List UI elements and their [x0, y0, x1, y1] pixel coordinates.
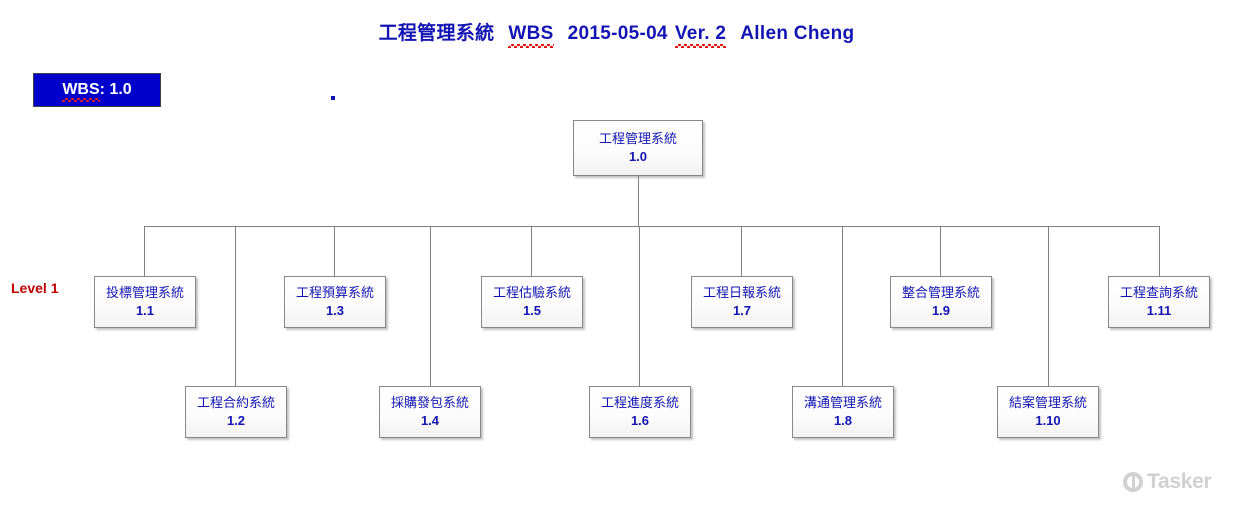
level-1-label: Level 1	[11, 280, 59, 296]
node-name: 工程管理系統	[598, 131, 677, 147]
node-id: 1.8	[833, 413, 853, 428]
connector-drop-1-9	[940, 226, 941, 276]
node-name: 工程日報系統	[702, 285, 781, 301]
node-1-9[interactable]: 整合管理系統 1.9	[890, 276, 992, 328]
title-date: 2015-05-04	[567, 23, 668, 44]
node-name: 工程合約系統	[196, 395, 275, 411]
wbs-badge: WBS: 1.0	[33, 73, 161, 107]
node-1-10[interactable]: 結案管理系統 1.10	[997, 386, 1099, 438]
connector-drop-1-3	[334, 226, 335, 276]
node-id: 1.3	[325, 303, 345, 318]
title-system: 工程管理系統	[378, 23, 495, 44]
stray-dot	[331, 96, 335, 100]
node-id: 1.6	[630, 413, 650, 428]
connector-drop-1-6	[639, 226, 640, 386]
connector-drop-1-8	[842, 226, 843, 386]
node-name: 工程預算系統	[295, 285, 374, 301]
title-doc-type: WBS	[508, 23, 554, 48]
node-id: 1.4	[420, 413, 440, 428]
connector-drop-1-2	[235, 226, 236, 386]
tasker-logo-icon	[1123, 472, 1143, 492]
page-title: 工程管理系統 WBS 2015-05-04 Ver. 2 Allen Cheng	[0, 18, 1233, 48]
node-id: 1.11	[1146, 303, 1172, 318]
node-1-2[interactable]: 工程合約系統 1.2	[185, 386, 287, 438]
connector-drop-1-7	[741, 226, 742, 276]
node-1-5[interactable]: 工程估驗系統 1.5	[481, 276, 583, 328]
node-name: 溝通管理系統	[803, 395, 882, 411]
connector-bus	[144, 226, 1160, 227]
node-id: 1.1	[135, 303, 155, 318]
node-id: 1.7	[732, 303, 752, 318]
connector-drop-1-5	[531, 226, 532, 276]
node-1-6[interactable]: 工程進度系統 1.6	[589, 386, 691, 438]
node-name: 投標管理系統	[105, 285, 184, 301]
node-root[interactable]: 工程管理系統 1.0	[573, 120, 703, 176]
node-name: 結案管理系統	[1008, 395, 1087, 411]
node-name: 工程進度系統	[600, 395, 679, 411]
wbs-badge-prefix: WBS	[62, 81, 100, 102]
node-name: 工程估驗系統	[492, 285, 571, 301]
connector-drop-1-10	[1048, 226, 1049, 386]
node-1-7[interactable]: 工程日報系統 1.7	[691, 276, 793, 328]
node-1-8[interactable]: 溝通管理系統 1.8	[792, 386, 894, 438]
node-name: 工程查詢系統	[1119, 285, 1198, 301]
tasker-watermark: Tasker	[1123, 470, 1212, 494]
title-author: Allen Cheng	[740, 23, 855, 44]
node-1-3[interactable]: 工程預算系統 1.3	[284, 276, 386, 328]
connector-drop-1-4	[430, 226, 431, 386]
connector-root-stem	[638, 176, 639, 226]
node-id: 1.0	[628, 149, 648, 164]
node-1-11[interactable]: 工程查詢系統 1.11	[1108, 276, 1210, 328]
node-id: 1.10	[1035, 413, 1061, 428]
node-id: 1.2	[226, 413, 246, 428]
node-name: 整合管理系統	[901, 285, 980, 301]
connector-drop-1-1	[144, 226, 145, 276]
node-name: 採購發包系統	[390, 395, 469, 411]
connector-drop-1-11	[1159, 226, 1160, 276]
node-1-4[interactable]: 採購發包系統 1.4	[379, 386, 481, 438]
title-version: Ver. 2	[674, 23, 727, 48]
wbs-badge-value: : 1.0	[99, 81, 132, 98]
node-id: 1.9	[931, 303, 951, 318]
node-1-1[interactable]: 投標管理系統 1.1	[94, 276, 196, 328]
node-id: 1.5	[522, 303, 542, 318]
watermark-text: Tasker	[1147, 470, 1212, 493]
